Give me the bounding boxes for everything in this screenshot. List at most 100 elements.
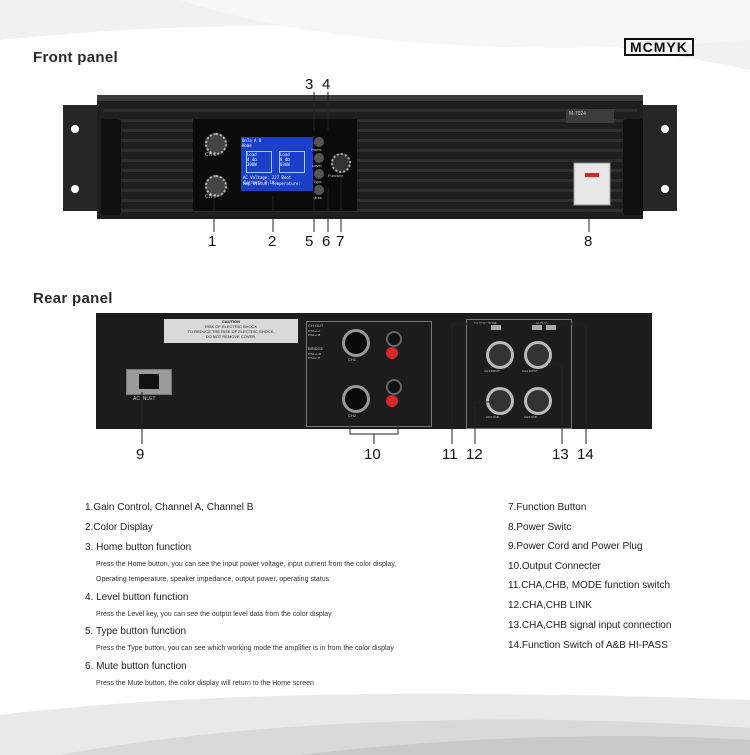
legend-item-7: 7.Function Button	[508, 502, 587, 513]
legend-item-4-line-1: Press the Level key, you can see the out…	[96, 611, 332, 618]
mode-switch-label: CH1/CH2 MODE	[474, 321, 497, 325]
speakon-ch2[interactable]	[342, 385, 370, 413]
legend-item-6-line-1: Press the Mute button, the color display…	[96, 680, 314, 687]
ch-out-label: CH OUT	[308, 323, 324, 328]
callout-8: 8	[584, 233, 593, 250]
callout-12: 12	[466, 446, 483, 463]
ac-inlet[interactable]	[126, 369, 172, 395]
callout-3: 3	[305, 76, 314, 93]
callout-9: 9	[136, 446, 145, 463]
knob-ch2-label: CH 2	[205, 194, 217, 200]
callout-13: 13	[552, 446, 569, 463]
display-footer-right: Boot Current: 0.1A	[243, 175, 292, 185]
display-ch-a: Load 4 4Ω 300W	[246, 151, 272, 173]
legend-item-12: 12.CHA,CHB LINK	[508, 600, 592, 611]
xlr-ch1-link[interactable]	[486, 387, 514, 415]
level-button-label: Level	[312, 163, 322, 168]
hipass-label: HI-PASS	[536, 321, 548, 325]
bridge-pin-1: PIN1+/+B	[308, 352, 322, 356]
legend-item-4: 4. Level button function	[85, 592, 189, 603]
xlr-ch1-input[interactable]	[486, 341, 514, 369]
legend-item-5: 5. Type button function	[85, 626, 187, 637]
display-line2: Home	[242, 143, 252, 148]
ch-out-pin-1: PIN1+/-A	[308, 329, 321, 333]
display-footer-left: AC Voltage: 227	[243, 175, 280, 180]
color-display: OnTa A B Home Load 4 4Ω 300W Load 8 4Ω 0…	[241, 137, 313, 191]
xlr-ch2-link[interactable]	[524, 387, 552, 415]
caution-title: CAUTION	[221, 319, 241, 324]
callout-5: 5	[305, 233, 314, 250]
input-block	[466, 319, 572, 429]
level-button[interactable]	[314, 153, 324, 163]
hipass-switch-a[interactable]	[532, 325, 542, 330]
front-panel-graphic	[63, 95, 677, 219]
binding-post-ch1-red[interactable]	[386, 347, 398, 359]
legend-item-3: 3. Home button function	[85, 542, 192, 553]
binding-post-ch1-black[interactable]	[386, 331, 402, 347]
display-ch-a-l3: 300W	[247, 162, 257, 167]
xlr-ch1-input-label: CH1 INPUT	[484, 369, 500, 373]
gain-knob-ch1[interactable]	[205, 133, 227, 155]
callout-10: 10	[364, 446, 381, 463]
binding-post-ch2-red[interactable]	[386, 395, 398, 407]
display-ch-b-l3: 036W	[280, 162, 290, 167]
display-ch-b-l2: 8 4Ω	[280, 157, 290, 162]
ch-out-pin-2: PIN1+/-B	[308, 333, 321, 337]
legend-item-2: 2.Color Display	[85, 522, 153, 533]
speakon-ch1[interactable]	[342, 329, 370, 357]
legend-item-6: 6. Mute button function	[85, 661, 187, 672]
model-badge: M-7024	[569, 111, 586, 117]
callout-1: 1	[208, 233, 217, 250]
display-line1: OnTa A B	[242, 138, 262, 143]
callout-7: 7	[336, 233, 345, 250]
display-ch-b: Load 8 4Ω 036W	[279, 151, 305, 173]
legend-item-10: 10.Output Connecter	[508, 561, 601, 572]
speakon-ch1-label: CH1	[348, 357, 357, 362]
bridge-label: BRIDGE	[308, 346, 324, 351]
ac-inlet-label: AC INLET	[133, 396, 156, 402]
function-knob[interactable]	[331, 153, 351, 173]
mute-button-label: Mute	[313, 195, 322, 200]
display-footer2-left: Amp Status:	[243, 181, 270, 186]
hipass-switch-b[interactable]	[546, 325, 556, 330]
display-footer: AC Voltage: 227 Boot Current: 0.1A	[243, 175, 311, 185]
knob-ch1-label: CH 1	[205, 152, 217, 158]
output-block	[306, 321, 432, 427]
type-button[interactable]	[314, 169, 324, 179]
display-ch-b-l1: Load	[280, 152, 290, 157]
home-button[interactable]	[314, 137, 324, 147]
legend-item-3-line-2: Operating temperature, speaker impedance…	[96, 576, 330, 583]
legend-item-14: 14.Function Switch of A&B HI-PASS	[508, 640, 668, 651]
bridge-pin-2: PIN2+/-B	[308, 356, 321, 360]
caution-label: CAUTION RISK OF ELECTRIC SHOCK TO REDUCE…	[164, 319, 298, 343]
caution-line-3: DO NOT REMOVE COVER.	[205, 334, 257, 339]
caution-line-1: RISK OF ELECTRIC SHOCK	[204, 324, 258, 329]
function-knob-label: Function	[328, 173, 344, 178]
callout-11: 11	[442, 446, 458, 463]
legend-item-13: 13.CHA,CHB signal input connection	[508, 620, 672, 631]
home-button-label: Home	[311, 147, 322, 152]
display-ch-a-l2: 4 4Ω	[247, 157, 257, 162]
xlr-ch1-link-label: CH1 LINK	[486, 415, 500, 419]
type-button-label: Type	[313, 179, 322, 184]
legend-item-5-line-1: Press the Type button, you can see which…	[96, 645, 394, 652]
rear-panel-unit: CAUTION RISK OF ELECTRIC SHOCK TO REDUCE…	[96, 313, 652, 429]
display-footer2-right: Temperature:	[271, 181, 301, 186]
mute-button[interactable]	[314, 185, 324, 195]
speakon-ch2-label: CH2	[348, 413, 357, 418]
front-panel-unit: CH 1 CH 2 OnTa A B Home Load 4 4Ω 300W L…	[63, 95, 677, 225]
mode-switch[interactable]	[491, 325, 501, 330]
binding-post-ch2-black[interactable]	[386, 379, 402, 395]
legend-item-9: 9.Power Cord and Power Plug	[508, 541, 643, 552]
callout-4: 4	[322, 76, 331, 93]
callout-6: 6	[322, 233, 331, 250]
display-ch-a-l1: Load	[247, 152, 257, 157]
legend-item-1: 1.Gain Control, Channel A, Channel B	[85, 502, 254, 513]
gain-knob-ch2[interactable]	[205, 175, 227, 197]
xlr-ch2-input[interactable]	[524, 341, 552, 369]
legend-item-8: 8.Power Switc	[508, 522, 572, 533]
legend-item-11: 11.CHA,CHB, MODE function switch	[508, 580, 671, 591]
